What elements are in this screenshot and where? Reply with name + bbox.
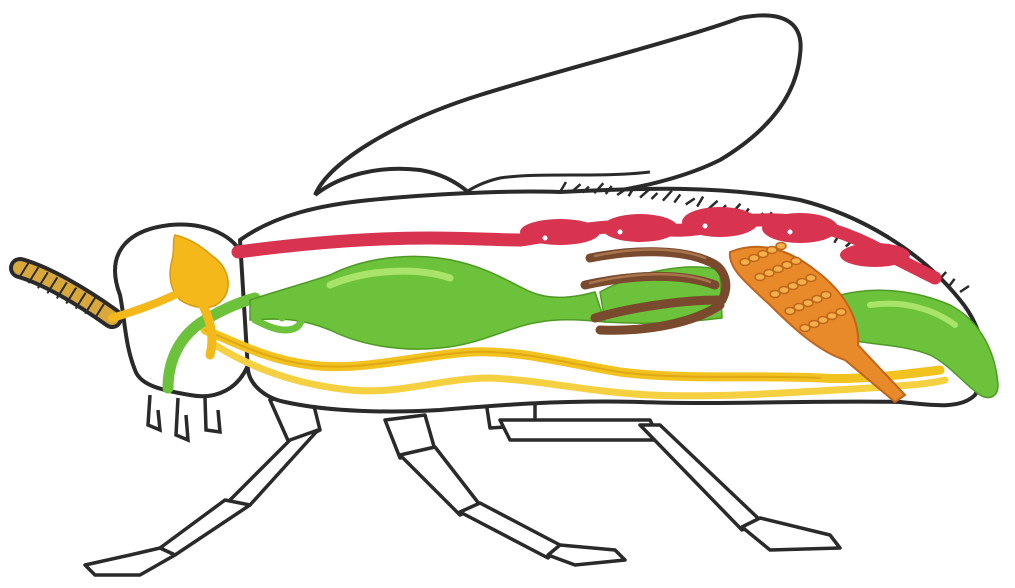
ovariole-bead <box>812 296 822 303</box>
ovariole-bead <box>782 262 792 269</box>
hind-leg-femur <box>500 420 660 440</box>
ovariole-bead <box>755 274 765 281</box>
ovariole-bead <box>776 243 786 250</box>
ovariole-bead <box>809 321 819 328</box>
legs <box>85 390 840 575</box>
ovariole-bead <box>800 325 810 332</box>
ovariole-bead <box>803 300 813 307</box>
middle-leg-foot <box>548 545 625 565</box>
ovariole-bead <box>827 313 837 320</box>
ovariole-bead <box>785 308 795 315</box>
ovariole-bead <box>788 283 798 290</box>
ovariole-bead <box>770 291 780 298</box>
ovariole-bead <box>791 258 801 265</box>
ovariole-bead <box>749 255 759 262</box>
front-leg-foot <box>85 548 175 575</box>
ovariole-bead <box>821 292 831 299</box>
ovariole-bead <box>797 279 807 286</box>
hind-leg-tibia <box>640 425 760 530</box>
ovariole-bead <box>740 259 750 266</box>
ovariole-bead <box>836 309 846 316</box>
ovariole-bead <box>767 247 777 254</box>
ovariole-bead <box>818 317 828 324</box>
mouthparts <box>148 395 220 440</box>
front-leg-tibia <box>225 430 318 505</box>
front-leg-tarsus <box>160 500 250 555</box>
ovariole-bead <box>764 270 774 277</box>
ovariole-bead <box>758 251 768 258</box>
ovariole-bead <box>779 287 789 294</box>
ovariole-bead <box>806 275 816 282</box>
ovariole-bead <box>773 266 783 273</box>
middle-leg-femur <box>400 447 480 515</box>
ovariole-bead <box>794 304 804 311</box>
middle-leg-tibia <box>460 503 560 558</box>
antenna <box>19 262 112 319</box>
hind-leg-foot <box>742 518 840 550</box>
